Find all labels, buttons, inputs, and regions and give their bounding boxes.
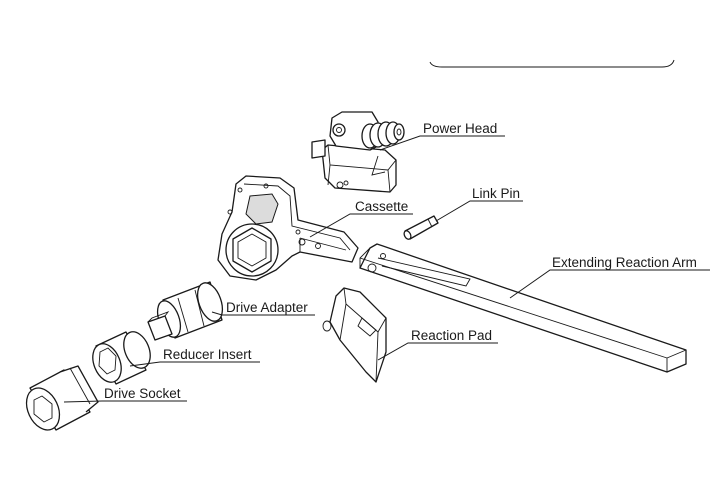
- label-reducer-insert: Reducer Insert: [163, 347, 252, 362]
- leader-reducer-insert: [129, 361, 260, 367]
- extending-reaction-arm: [359, 243, 687, 373]
- reaction-pad: [322, 287, 387, 383]
- leader-reaction-pad: [377, 342, 498, 361]
- top-bracket-line: [429, 59, 675, 68]
- drive-adapter: [147, 281, 224, 341]
- leader-extending-reaction-arm: [509, 269, 710, 299]
- label-link-pin: Link Pin: [472, 186, 520, 201]
- reducer-insert: [92, 331, 151, 385]
- label-reaction-pad: Reaction Pad: [411, 328, 492, 343]
- cassette: [217, 175, 359, 281]
- label-power-head: Power Head: [423, 121, 497, 136]
- power-head: [311, 111, 405, 193]
- label-drive-socket: Drive Socket: [104, 386, 181, 401]
- label-drive-adapter: Drive Adapter: [226, 300, 308, 315]
- drive-socket: [25, 365, 99, 431]
- leader-cassette: [309, 213, 413, 238]
- link-pin: [403, 215, 439, 240]
- label-extending-reaction-arm: Extending Reaction Arm: [552, 255, 697, 270]
- leader-drive-adapter: [211, 311, 315, 316]
- leader-drive-socket: [63, 400, 187, 403]
- leader-power-head: [379, 135, 505, 151]
- label-cassette: Cassette: [355, 199, 408, 214]
- leader-link-pin: [435, 200, 523, 222]
